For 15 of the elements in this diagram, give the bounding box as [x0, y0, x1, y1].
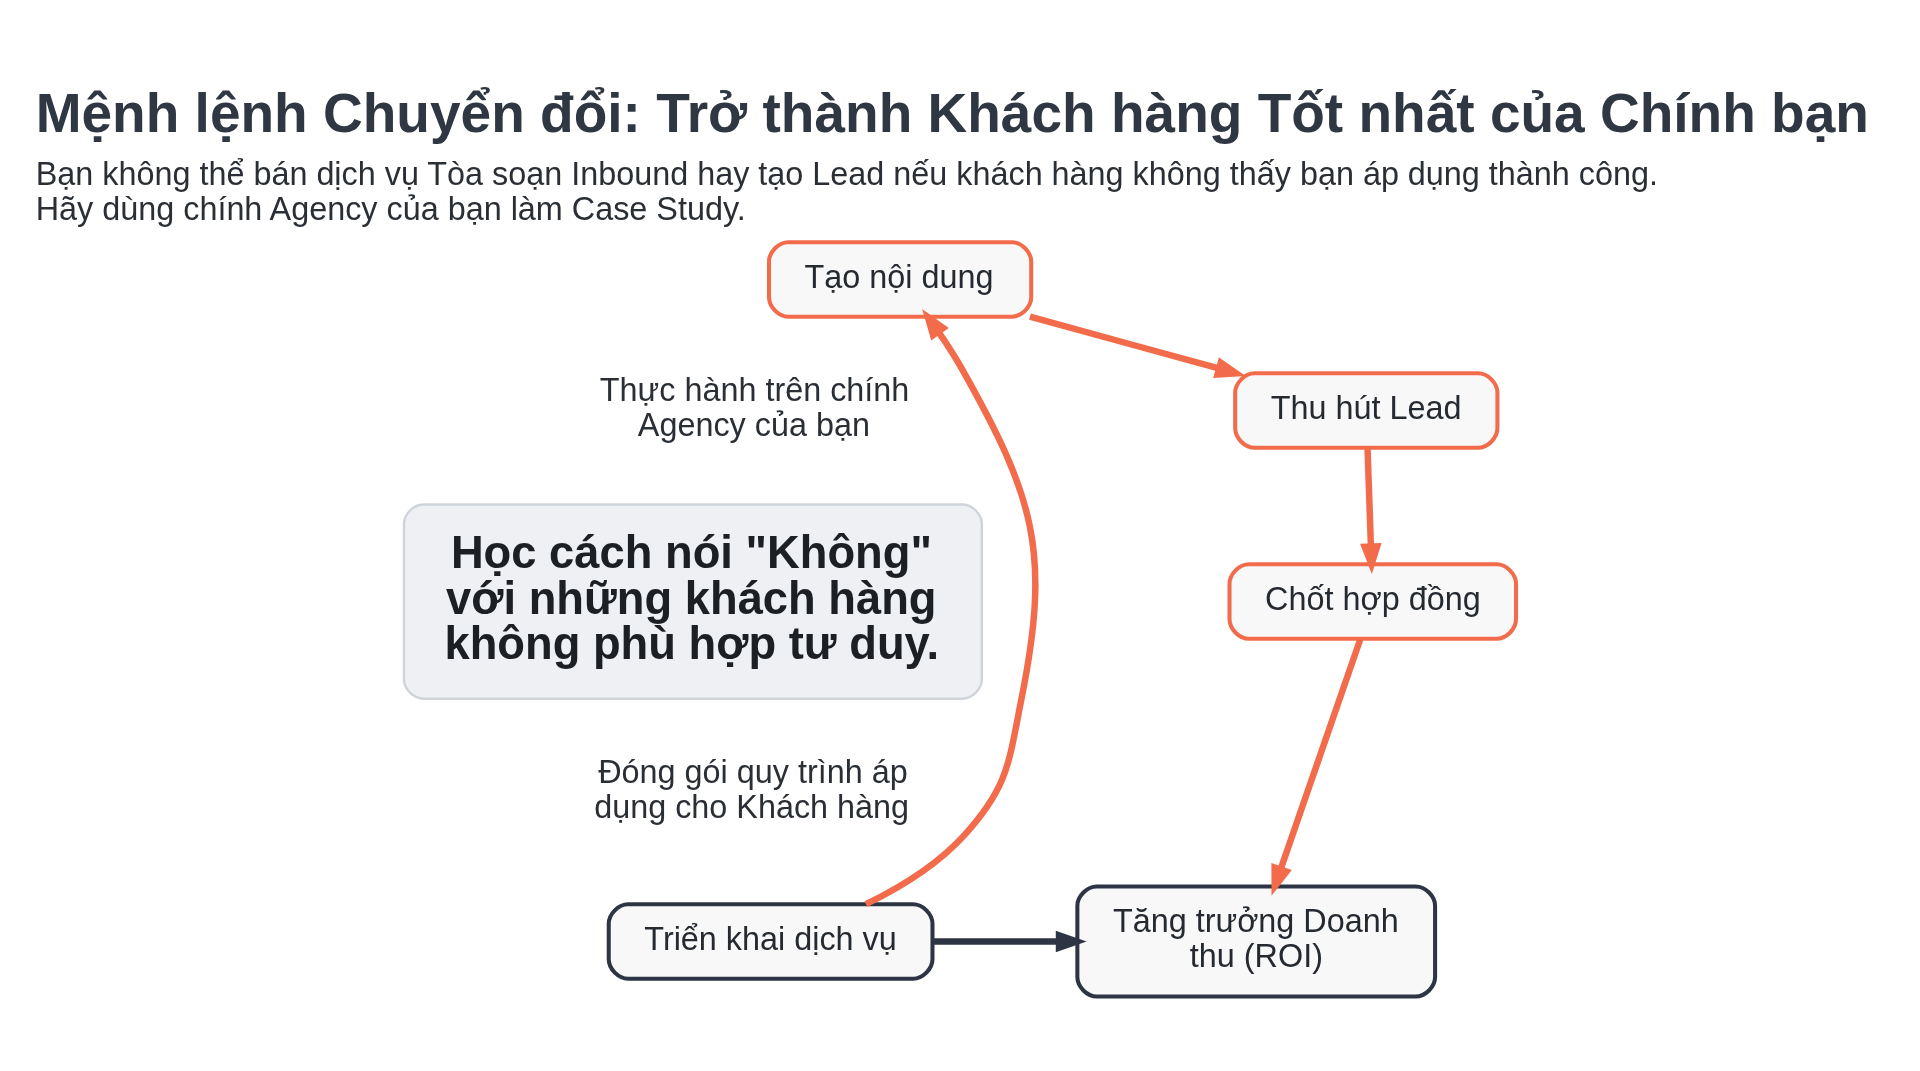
- node-box: Học cách nói "Không" với những khách hàng không phù hợp tư duy.: [402, 502, 984, 700]
- label: Thực hành trên chính Agency của bạn: [599, 371, 910, 443]
- arrow: [1271, 637, 1364, 896]
- node-box: Tăng trưởng Doanh thu (ROI): [1075, 883, 1438, 999]
- node-box: Thu hút Lead: [1233, 370, 1500, 450]
- node-box: Chốt hợp đồng: [1227, 561, 1519, 641]
- arrow: [1029, 313, 1246, 378]
- label: Đóng gói quy trình áp dụng cho Khách hàng: [594, 753, 910, 825]
- arrow: [932, 930, 1087, 952]
- arrow: [864, 308, 1039, 907]
- node-box: Triển khai dịch vụ: [606, 901, 935, 981]
- arrow: [1360, 447, 1382, 574]
- node-box: Tạo nội dung: [766, 239, 1034, 319]
- caption: Bạn không thể bán dịch vụ Tòa soạn Inbound hay tạo Lead nếu khách hàng không thấy bạn áp dụng thành công. Hãy dùng chính Agency của bạn làm Case Study.: [35, 155, 1659, 227]
- diagram-title: Mệnh lệnh Chuyển đổi: Trở thành Khách hàng Tốt nhất của Chính bạn: [35, 81, 1869, 144]
